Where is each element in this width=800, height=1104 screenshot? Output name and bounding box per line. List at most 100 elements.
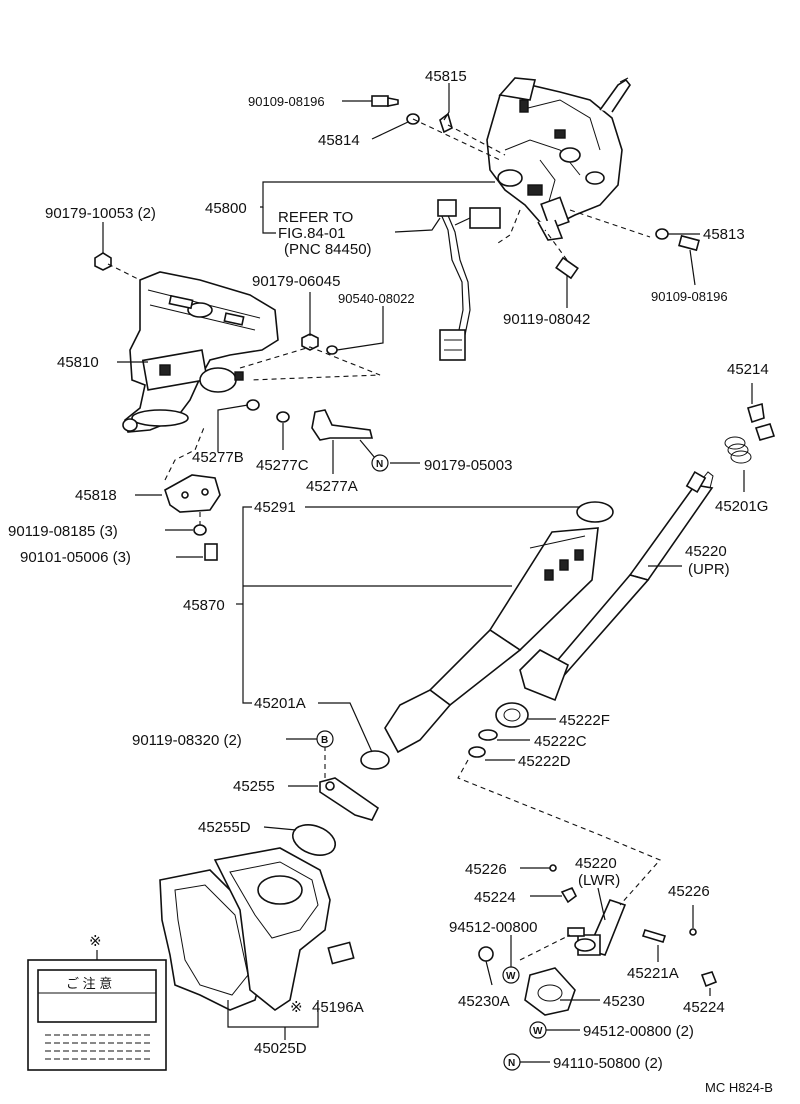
part-labels: 45815 90109-08196 45814 45800 90179-1005… xyxy=(8,68,773,1095)
label-45220-upr-sub: (UPR) xyxy=(688,561,730,578)
label-45810: 45810 xyxy=(57,354,99,371)
label-45870: 45870 xyxy=(183,597,225,614)
label-45220-lwr: 45220 xyxy=(575,855,617,872)
lower-shaft-45220-lwr xyxy=(574,899,627,956)
bearing-45222f xyxy=(495,702,529,728)
column-cover-45025d xyxy=(159,847,355,1011)
label-45815: 45815 xyxy=(425,68,467,85)
nut-90540-08022 xyxy=(326,345,338,355)
pin-45221a xyxy=(641,929,667,943)
washer-45277b xyxy=(246,399,260,411)
clip-45214 xyxy=(747,402,776,441)
label-90179-05003: 90179-05003 xyxy=(424,457,512,474)
label-refer-3: (PNC 84450) xyxy=(284,241,372,258)
lever-45277a xyxy=(311,409,374,441)
label-45220-upr: 45220 xyxy=(685,543,727,560)
label-45226-b: 45226 xyxy=(668,883,710,900)
column-tube-45870 xyxy=(384,501,614,754)
label-45201a: 45201A xyxy=(254,695,306,712)
screw-45230a xyxy=(478,946,494,986)
label-45221a: 45221A xyxy=(627,965,679,982)
ring-45222d xyxy=(468,746,486,758)
bolt-90119-08042 xyxy=(555,256,579,280)
label-94110-50800: 94110-50800 (2) xyxy=(553,1055,663,1072)
washer-45277c xyxy=(276,411,290,423)
marker-w2-text: W xyxy=(533,1026,543,1037)
figure-code: MC H824-B xyxy=(705,1080,773,1095)
label-45201g: 45201G xyxy=(715,498,768,515)
caution-label-text: ご 注 意 xyxy=(66,976,112,991)
clamp-45255 xyxy=(319,777,380,821)
marker-w-94512-00800: W xyxy=(502,966,520,984)
marker-w-94512-00800-2: W xyxy=(529,1021,547,1039)
ring-45255d xyxy=(291,824,337,856)
wiring-harness xyxy=(437,199,501,361)
caution-label xyxy=(27,959,167,1071)
label-45814: 45814 xyxy=(318,132,360,149)
main-shaft-45220-upr xyxy=(519,470,714,702)
joint-45230 xyxy=(524,967,576,1016)
leader-lines xyxy=(96,83,753,1063)
label-45214: 45214 xyxy=(727,361,769,378)
pin-45226-b xyxy=(689,928,697,936)
plate-45818 xyxy=(164,474,221,513)
label-90179-06045: 90179-06045 xyxy=(252,273,340,290)
label-90179-10053: 90179-10053 (2) xyxy=(45,205,156,222)
label-45277b: 45277B xyxy=(192,449,244,466)
nut-90179-10053 xyxy=(94,252,112,271)
steering-column-upper-assembly xyxy=(486,77,631,241)
label-45222c: 45222C xyxy=(534,733,587,750)
label-refer-1: REFER TO xyxy=(278,209,353,226)
seal-45201a xyxy=(360,750,390,770)
label-45220-lwr-sub: (LWR) xyxy=(578,872,620,889)
washer-45813 xyxy=(655,228,669,240)
label-45813: 45813 xyxy=(703,226,745,243)
label-45818: 45818 xyxy=(75,487,117,504)
bolt-90109-08196-a xyxy=(371,95,399,107)
bolt-90101-05006 xyxy=(204,543,218,561)
label-refer-2: FIG.84-01 xyxy=(278,225,346,242)
bolt-94512-00800 xyxy=(567,927,585,937)
label-45230a: 45230A xyxy=(458,993,510,1010)
label-90119-08185: 90119-08185 (3) xyxy=(8,523,118,540)
nut-45224-a xyxy=(560,886,578,904)
label-90109-08196-b: 90109-08196 xyxy=(651,289,728,304)
asterisk-caution-label: ※ xyxy=(89,933,102,950)
label-94512-00800: 94512-00800 xyxy=(449,919,537,936)
label-45800: 45800 xyxy=(205,200,247,217)
label-45255d: 45255D xyxy=(198,819,251,836)
marker-n-90179-05003: N xyxy=(371,454,389,472)
label-45196a: 45196A xyxy=(312,999,364,1016)
nut-45224-b xyxy=(700,971,718,988)
label-45230: 45230 xyxy=(603,993,645,1010)
bolt-90109-08196-b xyxy=(678,234,700,252)
label-45025d: 45025D xyxy=(254,1040,307,1057)
label-90109-08196-a: 90109-08196 xyxy=(248,94,325,109)
nut-90119-08185 xyxy=(193,524,207,536)
marker-w-text: W xyxy=(506,971,516,982)
label-45277a: 45277A xyxy=(306,478,358,495)
label-90119-08320: 90119-08320 (2) xyxy=(132,732,242,749)
marker-b-text: B xyxy=(321,735,328,746)
marker-n-94110-50800: N xyxy=(503,1053,521,1071)
label-45224-a: 45224 xyxy=(474,889,516,906)
label-45224-b: 45224 xyxy=(683,999,725,1016)
spring-45201g xyxy=(724,436,752,464)
ring-45222c xyxy=(478,729,498,741)
label-90540-08022: 90540-08022 xyxy=(338,291,415,306)
clip-45815 xyxy=(439,112,453,134)
label-90101-05006: 90101-05006 (3) xyxy=(20,549,131,566)
label-45255: 45255 xyxy=(233,778,275,795)
label-45222d: 45222D xyxy=(518,753,571,770)
marker-n-text: N xyxy=(376,459,383,470)
column-bracket-45810 xyxy=(122,271,279,433)
pin-45226-a xyxy=(549,864,557,872)
label-45277c: 45277C xyxy=(256,457,309,474)
label-45222f: 45222F xyxy=(559,712,610,729)
label-94512-00800-2: 94512-00800 (2) xyxy=(583,1023,694,1040)
marker-n2-text: N xyxy=(508,1058,515,1069)
nut-90179-06045 xyxy=(301,333,319,351)
asterisk-45196a: ※ xyxy=(290,999,303,1016)
label-90119-08042: 90119-08042 xyxy=(503,311,590,328)
marker-b-90119-08320: B xyxy=(316,730,334,748)
